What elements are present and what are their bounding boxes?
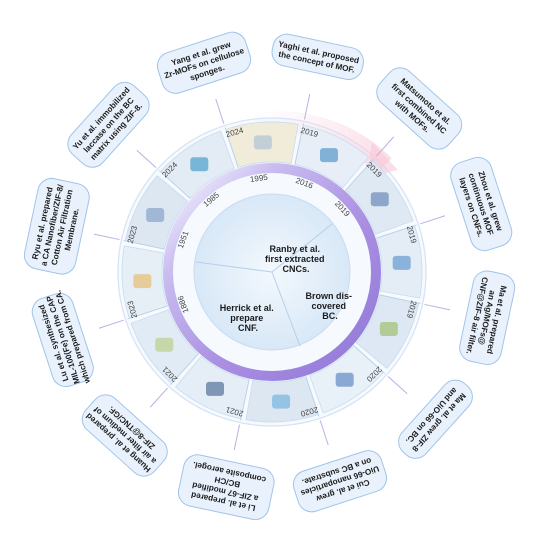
- sector-divider: [294, 123, 304, 165]
- material-image-icon: [319, 148, 338, 163]
- center-labels: Herrick et al. prepare CNF. Ranby et al.…: [220, 244, 354, 333]
- connector-line: [136, 149, 157, 168]
- event-box: Lu et al. synthesizedMIL-100(Fe) on the …: [31, 289, 94, 388]
- event-box-bg: [156, 31, 252, 94]
- event-box-bg: [31, 292, 94, 388]
- center-brown: Brown dis- covered BC.: [305, 291, 354, 321]
- event-box: Li et al. prepareda ZIF-67 modifiedBC/CH…: [177, 454, 275, 521]
- center-divider: [195, 261, 273, 273]
- connector-line: [233, 424, 241, 451]
- center-divider: [271, 271, 301, 347]
- center-herrick: Herrick et al. prepare CNF.: [220, 303, 277, 333]
- image-sectors: [121, 121, 423, 423]
- material-image-icon: [392, 255, 411, 270]
- sector-divider: [345, 158, 375, 191]
- connector-line: [420, 215, 446, 225]
- sector-divider: [240, 379, 250, 421]
- sector-divider: [158, 169, 191, 199]
- material-image-icon: [155, 337, 174, 352]
- connector-line: [303, 93, 311, 120]
- connector-line: [93, 233, 120, 241]
- material-image-icon: [379, 321, 398, 336]
- connector-line: [98, 319, 124, 329]
- sector-divider: [305, 376, 320, 417]
- event-box: Huang et al. prepareda air filter medium…: [81, 394, 168, 477]
- sector-divider: [379, 294, 421, 304]
- material-image-icon: [253, 135, 272, 150]
- connector-line: [319, 420, 329, 446]
- material-image-icon: [133, 274, 152, 289]
- event-box-bg: [271, 33, 364, 80]
- connector-line: [376, 136, 395, 157]
- event-box: Cui et al. grewUiO-66 nanoparticleson a …: [292, 450, 388, 513]
- sector-divider: [123, 240, 165, 250]
- event-box: Yu et al. immobilizedlaccase on the BCma…: [67, 81, 150, 168]
- event-box-bg: [376, 67, 463, 150]
- material-image-icon: [272, 394, 291, 409]
- event-box-bg: [67, 81, 150, 168]
- connector-line: [387, 376, 408, 395]
- connector-line: [424, 303, 451, 311]
- connector-line: [149, 387, 168, 408]
- sector-divider: [224, 127, 239, 168]
- event-box: Ma et al. grew ZIF-8and UiO-66 on BC.: [398, 379, 473, 459]
- material-image-icon: [370, 192, 389, 207]
- event-box: Ryu et al. prepareda CA Nanofiber/ZIF-8/…: [23, 177, 90, 275]
- sector-divider: [353, 345, 386, 375]
- main-ring: [163, 163, 381, 381]
- center-divider: [271, 223, 333, 273]
- sector-divider: [376, 224, 417, 239]
- material-image-icon: [146, 208, 165, 223]
- event-box-bg: [459, 270, 516, 365]
- material-image-icon: [335, 372, 354, 387]
- event-box-bg: [398, 379, 473, 459]
- connector-line: [215, 98, 225, 124]
- event-box-bg: [450, 156, 513, 252]
- event-box: Yaghi et al. proposedthe concept of MOF.: [271, 33, 364, 80]
- material-image-icon: [206, 381, 225, 396]
- event-box-bg: [177, 454, 275, 521]
- material-image-icon: [190, 157, 209, 172]
- sector-divider: [169, 353, 199, 386]
- event-box: Ma et al. preparedan Ag/MOFs@CNF@ZIF-8 a…: [459, 270, 516, 365]
- event-box: Zhou et al. grewcontinuous MOFlayers on …: [450, 156, 513, 252]
- event-box-bg: [292, 450, 388, 513]
- sector-divider: [127, 305, 168, 320]
- event-box-bg: [23, 177, 90, 275]
- center-ranby: Ranby et al. first extracted CNCs.: [265, 244, 327, 274]
- event-box: Yang et al. grewZr-MOFs on cellulosespon…: [156, 31, 252, 94]
- event-box-bg: [81, 394, 168, 477]
- inner-year-label: 1995: [249, 173, 268, 184]
- event-box: Matsumoto et al.first combined NCwith MO…: [376, 67, 463, 150]
- event-text: Ryu et al. prepareda CA Nanofiber/ZIF-8/…: [30, 181, 86, 271]
